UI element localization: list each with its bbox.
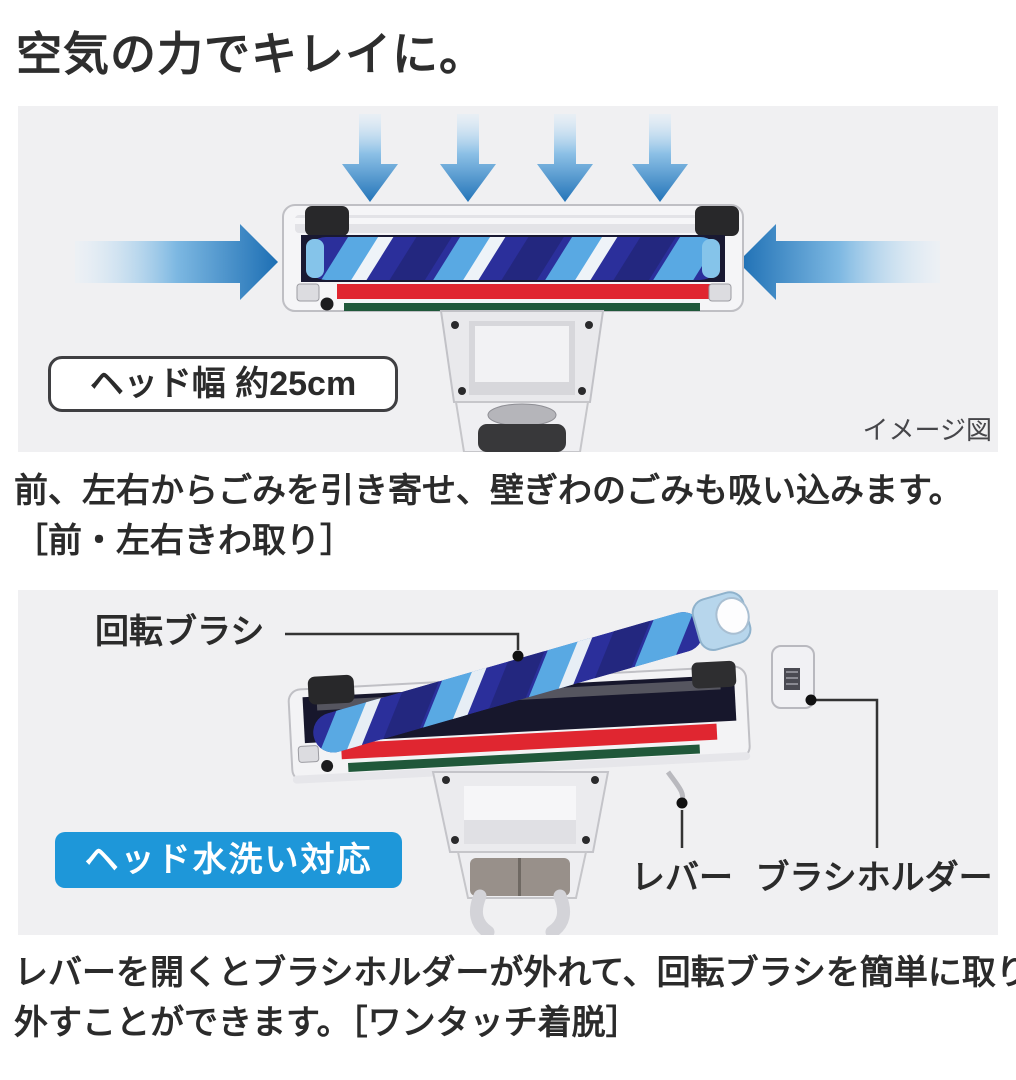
callout-lines: [285, 632, 879, 848]
vacuum-head-disassembly-illustration: [285, 591, 879, 935]
airflow-diagram-panel: ヘッド幅 約25cm イメージ図: [18, 106, 998, 452]
page-title: 空気の力でキレイに。: [16, 28, 486, 80]
vacuum-neck: [431, 771, 610, 935]
vacuum-head-front-view: [282, 204, 744, 452]
caption-one-touch-line1: レバーを開くとブラシホルダーが外れて、回転ブラシを簡単に取り: [14, 954, 1016, 992]
brush-holder-label: ブラシホルダー: [755, 859, 993, 897]
lever: [665, 770, 686, 802]
left-airflow-arrow-icon: [75, 224, 278, 300]
down-airflow-arrows-icon: [342, 114, 688, 202]
lever-label: レバー: [631, 859, 733, 897]
head-width-label: ヘッド幅 約25cm: [48, 356, 398, 412]
washable-head-badge: ヘッド水洗い対応: [55, 832, 402, 888]
callout-dot-lever: [676, 797, 688, 809]
callout-dot-holder: [805, 694, 817, 706]
right-airflow-arrow-icon: [738, 224, 940, 300]
caption-edge-suction-line1: 前、左右からごみを引き寄せ、壁ぎわのごみも吸い込みます。: [14, 472, 963, 510]
vacuum-head-airflow-illustration: [75, 114, 940, 452]
caption-edge-suction: 前、左右からごみを引き寄せ、壁ぎわのごみも吸い込みます。 ［前・左右きわ取り］: [14, 466, 1016, 566]
rotating-brush-label: 回転ブラシ: [95, 613, 265, 651]
caption-edge-suction-line2: ［前・左右きわ取り］: [14, 522, 354, 560]
image-disclaimer-note: イメージ図: [862, 415, 992, 445]
removable-brush-diagram-panel: 回転ブラシ レバー ブラシホルダー ヘッド水洗い対応: [18, 590, 998, 935]
caption-one-touch-line2: 外すことができます。［ワンタッチ着脱］: [14, 1004, 640, 1042]
callout-dot-brush: [512, 650, 524, 662]
caption-one-touch-removal: レバーを開くとブラシホルダーが外れて、回転ブラシを簡単に取り 外すことができます…: [14, 948, 1016, 1048]
brush-holder: [771, 645, 815, 709]
